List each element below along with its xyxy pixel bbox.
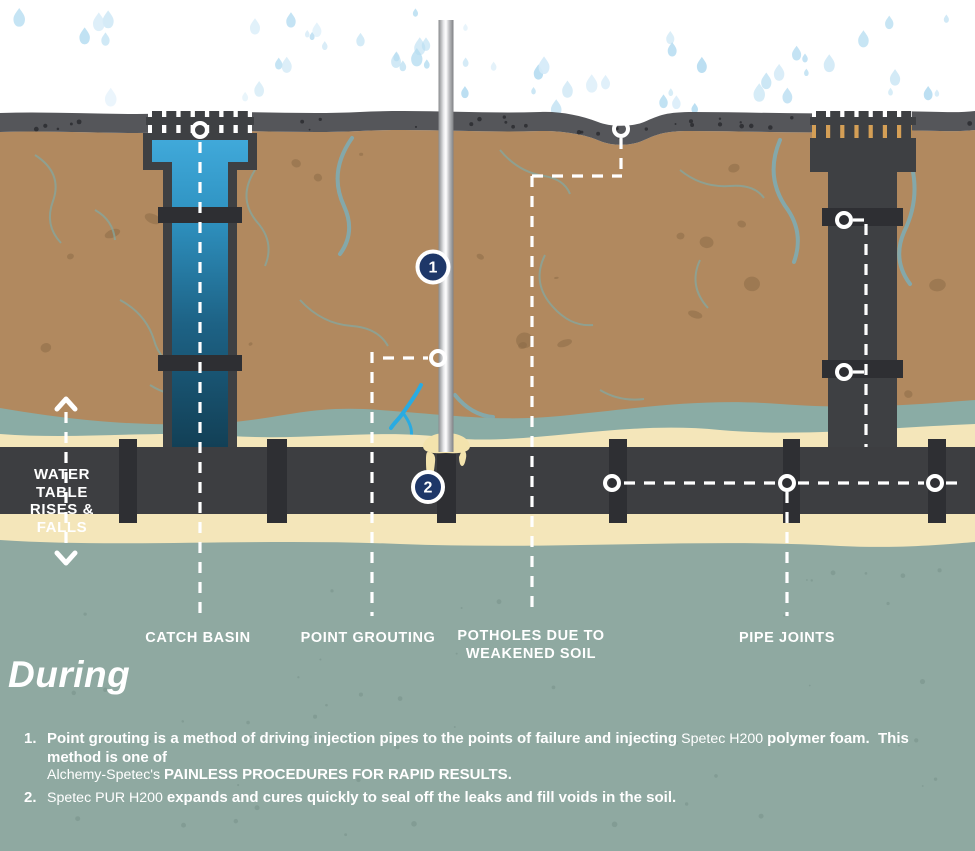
soil-cracks (34, 136, 917, 419)
water-table-label: WATER TABLE RISES & FALLS (29, 466, 95, 536)
note-item-2: 2. Spetec PUR H200 expands and cures qui… (24, 789, 932, 808)
injection-rod (438, 20, 454, 452)
groundwater-region (0, 540, 975, 851)
potholes-label: POTHOLES DUE TO WEAKENED SOIL (457, 628, 605, 662)
leader-lines (64, 138, 960, 616)
rain-drops (13, 7, 949, 117)
point-grouting-label: POINT GROUTING (300, 630, 436, 646)
badge-1: 1 (415, 249, 451, 285)
sand-band-upper (0, 424, 975, 450)
notes-list: 1. Point grouting is a method of driving… (24, 730, 932, 811)
riser-collar (822, 208, 903, 226)
water-table-arrows (54, 396, 78, 566)
riser-grate-bar (810, 117, 916, 125)
note-item-1: 1. Point grouting is a method of driving… (24, 730, 932, 785)
arrow-down-icon (54, 550, 78, 566)
catch-basin-collar (158, 207, 242, 223)
note-2-number: 2. (24, 788, 37, 806)
pipe-joints-label: PIPE JOINTS (738, 630, 836, 646)
badge-1-number: 1 (429, 260, 438, 277)
riser-collar (822, 360, 903, 378)
badge-2: 2 (411, 470, 445, 504)
catch-basin-label: CATCH BASIN (145, 630, 251, 646)
note-1-text: Point grouting is a method of driving in… (47, 730, 909, 783)
note-1-number: 1. (24, 730, 37, 747)
groundwater-speckles (59, 556, 942, 837)
arrow-up-icon (54, 396, 78, 412)
joint-marker-rings (191, 120, 944, 492)
section-title-during: During (8, 654, 131, 695)
soil-layer (0, 130, 975, 452)
note-2-text: Spetec PUR H200 expands and cures quickl… (47, 788, 677, 806)
sewer-pipe (0, 447, 975, 514)
badge-2-number: 2 (424, 480, 433, 497)
